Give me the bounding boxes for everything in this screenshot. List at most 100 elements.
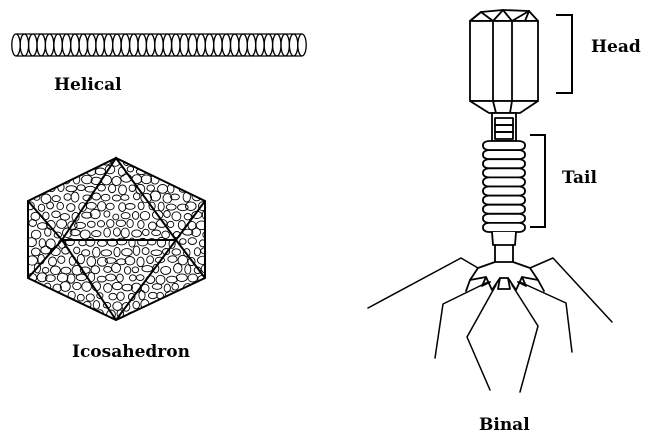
helix-coil (271, 33, 282, 57)
capsomere (44, 227, 52, 237)
capsomere (37, 309, 45, 318)
capsomere (48, 256, 57, 267)
capsomere (131, 266, 140, 274)
capsomere (63, 193, 72, 201)
capsomere (171, 248, 182, 256)
capsomere (100, 249, 113, 257)
helix-coil (196, 33, 206, 57)
capsomere (89, 208, 101, 220)
capsomere (46, 310, 57, 319)
capsomere (161, 230, 170, 239)
capsomere (151, 229, 162, 237)
capsomere (44, 292, 56, 301)
capsomere (28, 255, 38, 266)
capsomere (112, 301, 123, 311)
capsomere (56, 272, 69, 283)
capsomere (201, 209, 205, 220)
capsomere (191, 227, 201, 237)
capsomere (200, 176, 205, 185)
capsomere (197, 255, 205, 265)
capsomere (34, 301, 42, 312)
capsomere (120, 212, 131, 220)
capsomere (183, 158, 193, 166)
capsomere (200, 247, 205, 255)
capsomere (162, 300, 174, 310)
capsomere (50, 265, 61, 276)
tail-ring (482, 203, 526, 215)
binal-virus (367, 9, 613, 393)
helix-coil (53, 33, 63, 57)
capsomere (28, 219, 37, 227)
capsomere (160, 265, 172, 275)
capsomere (169, 158, 181, 166)
phage-neck (491, 112, 517, 142)
capsomere (56, 218, 68, 229)
capsomere (28, 293, 35, 301)
capsomere (191, 283, 203, 293)
capsomere (65, 185, 78, 193)
capsomere (37, 222, 48, 230)
capsomere (140, 192, 153, 204)
capsomere (90, 265, 101, 275)
capsomere (147, 238, 157, 246)
capsomere (140, 283, 150, 294)
capsomere (87, 309, 96, 319)
capsomere (96, 220, 106, 228)
capsomere (123, 266, 132, 275)
phage-head (469, 9, 539, 114)
capsomere (132, 300, 140, 310)
capsomere (74, 221, 86, 229)
capsomere (118, 202, 127, 212)
capsomere (141, 247, 150, 256)
capsomere (167, 255, 178, 263)
helix-coil (95, 33, 105, 57)
capsomere (66, 203, 76, 212)
capsomere (184, 264, 192, 275)
capsomere (30, 229, 42, 240)
capsomere (191, 158, 201, 167)
capsomere (147, 164, 156, 174)
capsomere (103, 210, 111, 218)
capsomere (76, 184, 86, 192)
capsomere (163, 210, 171, 218)
capsomere (156, 166, 165, 175)
capsomere (28, 201, 35, 211)
capsomere (37, 166, 49, 177)
capsomere (94, 167, 106, 176)
helix-coil (288, 33, 299, 57)
capsomere (103, 283, 113, 293)
capsomere (45, 238, 56, 250)
capsomere (115, 219, 127, 227)
capsomere (177, 203, 189, 212)
capsomere (51, 174, 59, 184)
capsomere (129, 274, 137, 282)
capsomere (146, 184, 155, 192)
capsomere (76, 293, 85, 302)
helix-coil (103, 33, 114, 57)
capsomere (85, 237, 96, 247)
tail-bracket (530, 134, 546, 228)
capsomere (140, 158, 151, 167)
helix-coil (213, 33, 223, 57)
helix-coil (78, 33, 89, 57)
capsomere (147, 291, 158, 300)
helix-coil (221, 33, 232, 57)
capsomere (152, 210, 164, 220)
helix-coil (263, 33, 274, 57)
capsomere (157, 201, 165, 212)
icosahedron-label: Icosahedron (72, 342, 190, 362)
capsomere (81, 249, 91, 257)
capsomere (185, 201, 197, 211)
capsomere (57, 255, 66, 264)
capsomere (89, 158, 102, 165)
icosahedron-virus (27, 156, 206, 322)
capsomere (200, 158, 205, 165)
helix-coil (238, 33, 248, 57)
capsomere (97, 184, 106, 192)
capsomere (40, 301, 51, 308)
tail-ring (482, 167, 526, 179)
capsomere (135, 183, 146, 195)
helix-coil (27, 33, 38, 57)
helix-coil (70, 33, 80, 57)
capsomere (137, 201, 145, 211)
